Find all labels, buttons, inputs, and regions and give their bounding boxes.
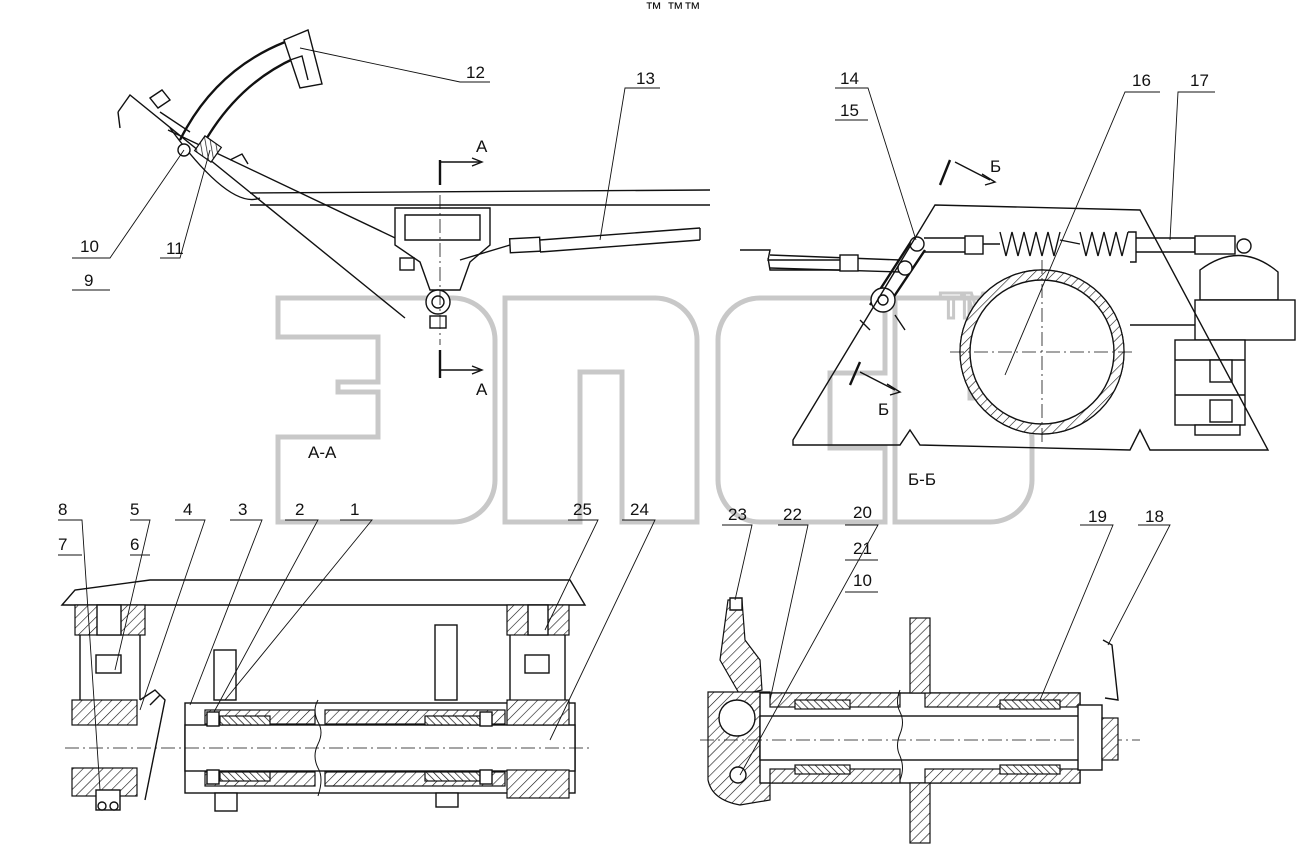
callout-15: 15 bbox=[840, 101, 859, 120]
callout-2: 2 bbox=[295, 500, 304, 519]
callout-18: 18 bbox=[1145, 507, 1164, 526]
section-b-bottom-label: Б bbox=[878, 400, 889, 419]
callout-10: 10 bbox=[80, 237, 99, 256]
section-aa-title: А-А bbox=[308, 443, 337, 462]
callout-labels: 12 13 10 9 11 14 15 16 17 8 7 5 6 4 3 2 … bbox=[58, 63, 1209, 590]
callout-20: 20 bbox=[853, 503, 872, 522]
callout-24: 24 bbox=[630, 500, 649, 519]
callout-19: 19 bbox=[1088, 507, 1107, 526]
header-mark: ™ ™™ bbox=[645, 0, 701, 18]
callout-9: 9 bbox=[84, 271, 93, 290]
callout-23: 23 bbox=[728, 505, 747, 524]
callout-17: 17 bbox=[1190, 71, 1209, 90]
callout-25: 25 bbox=[573, 500, 592, 519]
callout-8: 8 bbox=[58, 500, 67, 519]
callout-11: 11 bbox=[166, 239, 184, 258]
callout-7: 7 bbox=[58, 535, 67, 554]
section-a-top-label: А bbox=[476, 137, 488, 156]
callout-1: 1 bbox=[350, 500, 359, 519]
callout-22: 22 bbox=[783, 505, 802, 524]
callout-10-lower: 10 bbox=[853, 571, 872, 590]
pedal-assembly-view bbox=[117, 29, 711, 378]
callout-3: 3 bbox=[238, 500, 247, 519]
section-bb-title: Б-Б bbox=[908, 470, 936, 489]
callout-13: 13 bbox=[636, 69, 655, 88]
callout-16: 16 bbox=[1132, 71, 1151, 90]
callout-14: 14 bbox=[840, 69, 859, 88]
linkage-view bbox=[740, 159, 1296, 451]
section-b-top-label: Б bbox=[990, 157, 1001, 176]
callout-4: 4 bbox=[183, 500, 192, 519]
section-labels: А А Б Б А-А Б-Б bbox=[308, 137, 1001, 489]
section-bb-view bbox=[700, 597, 1140, 844]
leader-lines bbox=[58, 47, 1215, 791]
callout-6: 6 bbox=[130, 535, 139, 554]
section-aa-view bbox=[60, 579, 590, 812]
watermark-logo: TM bbox=[275, 284, 1035, 525]
callout-21: 21 bbox=[853, 539, 872, 558]
callout-5: 5 bbox=[130, 500, 139, 519]
callout-12: 12 bbox=[466, 63, 485, 82]
section-a-bottom-label: А bbox=[476, 380, 488, 399]
